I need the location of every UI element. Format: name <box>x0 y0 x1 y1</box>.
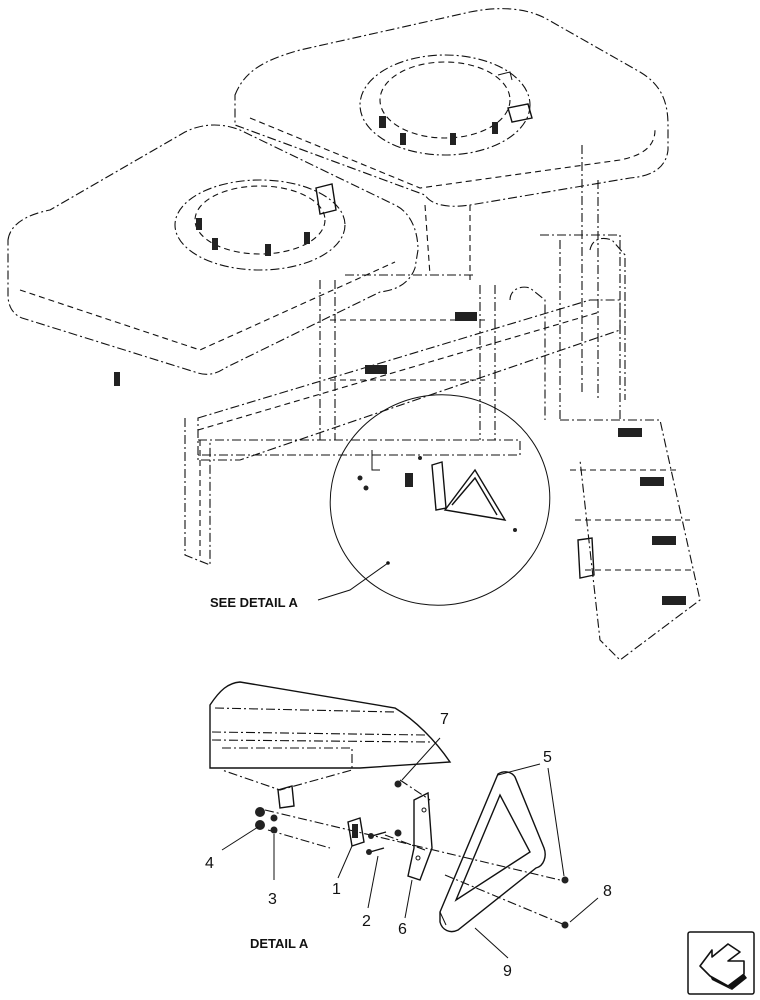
lid-latch-icon <box>265 244 271 256</box>
step-tread-icon <box>640 477 664 486</box>
next-page-button[interactable] <box>687 931 755 995</box>
next-page-arrow-icon <box>699 943 747 990</box>
ladder <box>509 145 701 661</box>
callout-1: 1 <box>332 881 341 898</box>
callout-2: 2 <box>362 913 371 930</box>
lid-latch-icon <box>492 122 498 134</box>
callout-9: 9 <box>503 963 512 980</box>
nut-part <box>561 921 569 929</box>
right-tank <box>234 8 669 280</box>
smv-sign-part <box>439 771 546 933</box>
bracket-icon <box>114 372 120 386</box>
callout-8: 8 <box>603 883 612 900</box>
lid-latch-icon <box>450 133 456 145</box>
bubble-parts <box>357 450 517 532</box>
washer-part <box>394 780 402 788</box>
lid-latch-icon <box>212 238 218 250</box>
callout-4: 4 <box>205 855 214 872</box>
lid-latch-icon <box>379 116 386 128</box>
step-tread-icon <box>662 596 686 605</box>
washer-part <box>255 807 265 817</box>
detail-a-bubble <box>329 394 551 606</box>
lid-latch-icon <box>400 133 406 145</box>
lid-hinge-icon <box>507 103 533 123</box>
left-tank <box>7 124 419 386</box>
callout-7: 7 <box>440 711 449 728</box>
callout-5: 5 <box>543 749 552 766</box>
step-tread-icon <box>365 365 387 374</box>
step-tread-icon <box>455 312 477 321</box>
lid-hinge-icon <box>315 183 337 215</box>
detail-leader-line <box>317 562 389 601</box>
step-tread-icon <box>652 536 676 545</box>
detail-a-title: DETAIL A <box>250 936 309 951</box>
step-tread-icon <box>618 428 642 437</box>
frame-section <box>209 681 452 769</box>
lid-latch-icon <box>196 218 202 230</box>
lid-latch-icon <box>304 232 310 244</box>
callout-6: 6 <box>398 921 407 938</box>
mounting-bracket-part <box>347 817 365 847</box>
frame <box>184 274 621 566</box>
bolt-part <box>369 831 387 853</box>
detail-a-view: 4 3 1 2 6 7 5 8 9 DETAIL A <box>205 681 612 980</box>
smv-bracket-part <box>407 791 433 881</box>
machine-assembly-view: SEE DETAIL A <box>7 8 701 661</box>
see-detail-label: SEE DETAIL A <box>210 595 298 610</box>
nut-part <box>561 876 569 884</box>
ladder-latch-icon <box>577 537 595 579</box>
callout-3: 3 <box>268 891 277 908</box>
